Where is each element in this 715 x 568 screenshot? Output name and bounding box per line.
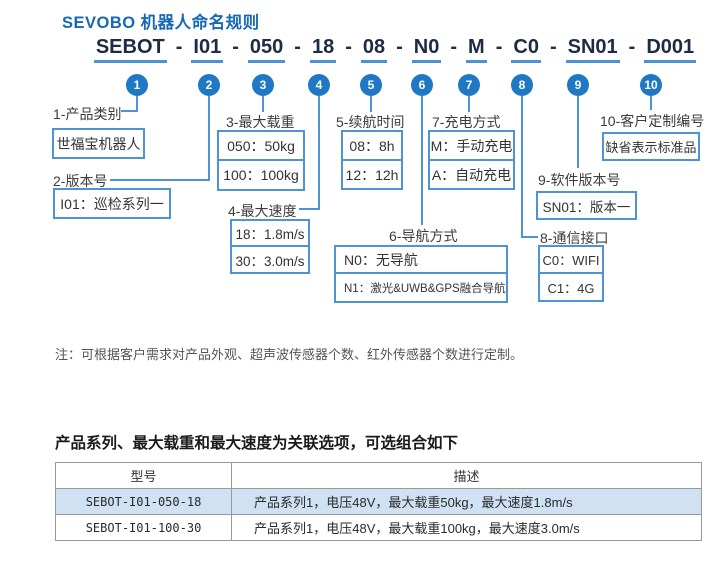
model-segment-load: 050	[247, 36, 286, 63]
table-header-model: 型号	[55, 462, 232, 489]
connector-line-6	[421, 96, 423, 225]
table-header-description: 描述	[231, 462, 702, 489]
group-label-software-version: 9-软件版本号	[538, 172, 621, 188]
connector-line-4-elbow	[299, 208, 320, 210]
model-separator: -	[450, 36, 458, 58]
connector-line-2-elbow	[110, 179, 210, 181]
callout-circle-10: 10	[640, 74, 662, 96]
callout-circle-7: 7	[458, 74, 480, 96]
model-segment-charging: M	[466, 36, 487, 63]
model-segment-battery: 08	[360, 36, 388, 63]
connector-line-3	[262, 96, 264, 112]
group-label-comm-interface: 8-通信接口	[540, 230, 609, 246]
model-separator: -	[628, 36, 636, 58]
option-box-load-050: 050：50kg	[217, 130, 305, 161]
connector-line-4	[318, 96, 320, 210]
option-box-load-100: 100：100kg	[217, 159, 305, 191]
callout-circle-1: 1	[126, 74, 148, 96]
model-separator: -	[495, 36, 503, 58]
connector-line-2	[208, 96, 210, 181]
model-segment-product: SEBOT	[93, 36, 167, 63]
option-box-charge-manual: M：手动充电	[428, 130, 515, 161]
option-box-product-category: 世福宝机器人	[52, 128, 145, 159]
option-box-charge-auto: A：自动充电	[428, 159, 515, 190]
callout-circle-4: 4	[308, 74, 330, 96]
connector-line-8	[521, 96, 523, 238]
group-label-custom-number: 10-客户定制编号	[600, 113, 705, 129]
option-box-speed-18: 18：1.8m/s	[230, 219, 310, 247]
model-segment-speed: 18	[309, 36, 337, 63]
model-separator: -	[345, 36, 352, 58]
connector-line-9	[577, 96, 579, 168]
model-separator: -	[294, 36, 301, 58]
group-label-charging: 7-充电方式	[432, 114, 501, 130]
option-box-custom-default: 缺省表示标准品	[602, 132, 700, 161]
group-label-max-load: 3-最大载重	[226, 114, 295, 130]
option-box-battery-12: 12：12h	[341, 159, 403, 190]
table-cell-model: SEBOT-I01-100-30	[55, 514, 232, 541]
model-separator: -	[396, 36, 403, 58]
callout-circle-6: 6	[411, 74, 433, 96]
table-row: SEBOT-I01-100-30 产品系列1，电压48V，最大载重100kg，最…	[55, 514, 702, 541]
page-title: SEVOBO 机器人命名规则	[62, 14, 260, 32]
model-combination-table: 型号 描述 SEBOT-I01-050-18 产品系列1，电压48V，最大载重5…	[55, 462, 702, 541]
option-box-version: I01：巡检系列一	[53, 188, 171, 219]
table-header-row: 型号 描述	[55, 462, 702, 489]
connector-line-5	[370, 96, 372, 112]
option-box-speed-30: 30：3.0m/s	[230, 245, 310, 274]
option-box-software-version: SN01：版本一	[536, 191, 637, 220]
group-label-product-category: 1-产品类别	[53, 106, 122, 122]
model-segment-navigation: N0	[411, 36, 442, 63]
option-box-comm-wifi: C0：WIFI	[538, 245, 604, 274]
callout-circle-9: 9	[567, 74, 589, 96]
customization-note: 注：可根据客户需求对产品外观、超声波传感器个数、红外传感器个数进行定制。	[55, 347, 524, 362]
option-box-nav-n1: N1：激光&UWB&GPS融合导航	[334, 272, 508, 303]
model-separator: -	[232, 36, 239, 58]
connector-line-1	[136, 96, 138, 112]
group-label-navigation: 6-导航方式	[389, 228, 458, 244]
model-code: SEBOT - I01 - 050 - 18 - 08 - N0 - M - C…	[93, 36, 697, 63]
table-cell-description: 产品系列1，电压48V，最大载重100kg，最大速度3.0m/s	[231, 514, 702, 541]
table-row: SEBOT-I01-050-18 产品系列1，电压48V，最大载重50kg，最大…	[55, 488, 702, 515]
model-separator: -	[549, 36, 557, 58]
combination-section-title: 产品系列、最大载重和最大速度为关联选项，可选组合如下	[55, 435, 459, 452]
option-box-nav-n0: N0：无导航	[334, 245, 508, 274]
connector-line-8-elbow	[521, 236, 538, 238]
model-segment-custom: D001	[644, 36, 697, 63]
callout-circle-3: 3	[252, 74, 274, 96]
model-separator: -	[175, 36, 183, 58]
option-box-battery-08: 08：8h	[341, 130, 403, 161]
group-label-max-speed: 4-最大速度	[228, 203, 297, 219]
connector-line-10	[650, 96, 652, 110]
table-cell-description: 产品系列1，电压48V，最大载重50kg，最大速度1.8m/s	[231, 488, 702, 515]
callout-circle-2: 2	[198, 74, 220, 96]
callout-circle-5: 5	[360, 74, 382, 96]
group-label-battery-time: 5-续航时间	[336, 114, 405, 130]
model-segment-software: SN01	[565, 36, 620, 63]
group-label-version: 2-版本号	[53, 173, 108, 189]
model-segment-version: I01	[191, 36, 224, 63]
connector-line-1-elbow	[121, 110, 138, 112]
callout-circle-8: 8	[511, 74, 533, 96]
option-box-comm-4g: C1：4G	[538, 272, 604, 302]
model-segment-comm: C0	[511, 36, 541, 63]
table-cell-model: SEBOT-I01-050-18	[55, 488, 232, 515]
connector-line-7	[468, 96, 470, 112]
